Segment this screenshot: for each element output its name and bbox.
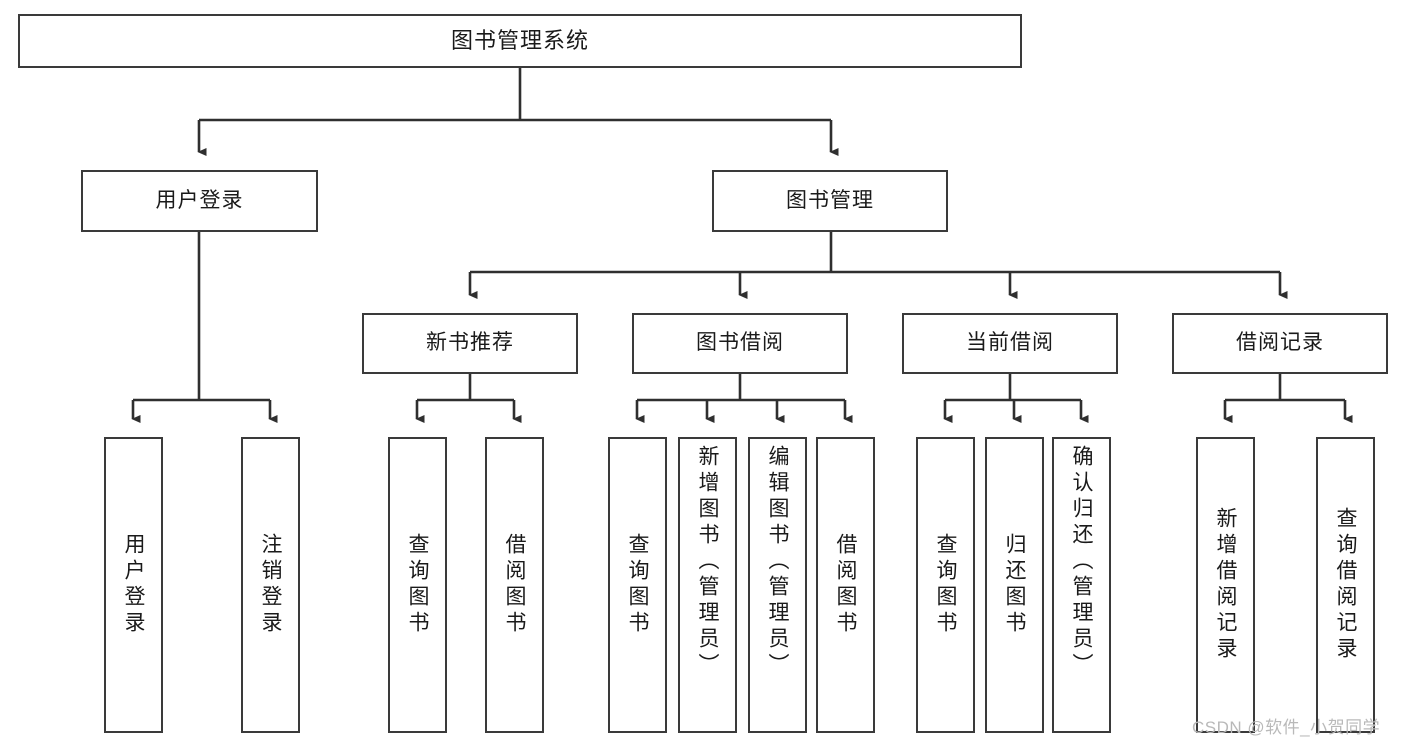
node-label: 注销登录: [259, 533, 282, 637]
node-label: 新书推荐: [426, 331, 514, 355]
leaf-query-borrow-record[interactable]: 查询借阅记录: [1316, 437, 1375, 733]
leaf-borrow-book-recommend[interactable]: 借阅图书: [485, 437, 544, 733]
leaf-query-book-borrow[interactable]: 查询图书: [608, 437, 667, 733]
node-label: 新增借阅记录: [1214, 507, 1237, 663]
leaf-edit-book-admin[interactable]: 编辑图书（管理员）: [748, 437, 807, 733]
node-label: 图书管理系统: [450, 28, 589, 54]
node-label: 图书借阅: [696, 331, 784, 355]
leaf-query-book-recommend[interactable]: 查询图书: [388, 437, 447, 733]
node-label: 归还图书: [1003, 533, 1026, 637]
node-label: 查询图书: [934, 533, 957, 637]
node-book-management-system[interactable]: 图书管理系统: [18, 14, 1022, 68]
leaf-return-book[interactable]: 归还图书: [985, 437, 1044, 733]
node-borrow-record[interactable]: 借阅记录: [1172, 313, 1388, 374]
node-label: 查询图书: [626, 533, 649, 637]
node-label: 借阅记录: [1236, 331, 1324, 355]
leaf-confirm-return-admin[interactable]: 确认归还（管理员）: [1052, 437, 1111, 733]
leaf-borrow-book[interactable]: 借阅图书: [816, 437, 875, 733]
node-label: 确认归还（管理员）: [1070, 445, 1093, 679]
leaf-query-book-current[interactable]: 查询图书: [916, 437, 975, 733]
node-label: 图书管理: [786, 188, 874, 212]
leaf-add-book-admin[interactable]: 新增图书（管理员）: [678, 437, 737, 733]
leaf-add-borrow-record[interactable]: 新增借阅记录: [1196, 437, 1255, 733]
node-label: 编辑图书（管理员）: [766, 445, 789, 679]
node-label: 查询图书: [406, 533, 429, 637]
node-label: 借阅图书: [834, 533, 857, 637]
node-book-borrow[interactable]: 图书借阅: [632, 313, 848, 374]
node-book-management[interactable]: 图书管理: [712, 170, 948, 232]
node-label: 当前借阅: [966, 331, 1054, 355]
csdn-watermark: CSDN @软件_小贺同学: [1192, 718, 1381, 737]
node-new-book-recommend[interactable]: 新书推荐: [362, 313, 578, 374]
node-label: 新增图书（管理员）: [696, 445, 719, 679]
node-label: 用户登录: [155, 188, 244, 212]
node-label: 借阅图书: [503, 533, 526, 637]
node-label: 用户登录: [122, 533, 145, 637]
leaf-logout[interactable]: 注销登录: [241, 437, 300, 733]
node-user-login[interactable]: 用户登录: [81, 170, 318, 232]
node-current-borrow[interactable]: 当前借阅: [902, 313, 1118, 374]
node-label: 查询借阅记录: [1334, 507, 1357, 663]
leaf-user-login[interactable]: 用户登录: [104, 437, 163, 733]
